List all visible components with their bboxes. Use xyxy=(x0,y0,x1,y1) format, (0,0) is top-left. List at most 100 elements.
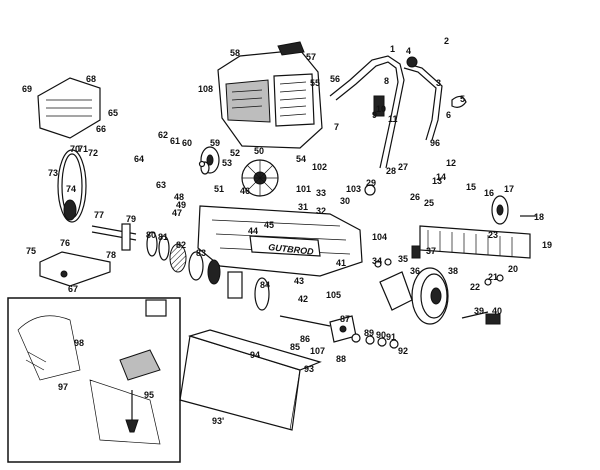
handle-assembly xyxy=(329,55,467,169)
callout-13: 13 xyxy=(432,176,442,186)
callout-48: 48 xyxy=(174,192,184,202)
callout-77: 77 xyxy=(94,210,104,220)
callout-41: 41 xyxy=(336,258,346,268)
callout-83: 83 xyxy=(196,248,206,258)
callout-25: 25 xyxy=(424,198,434,208)
callout-9: 9 xyxy=(372,110,377,120)
callout-21: 21 xyxy=(488,272,498,282)
callout-38: 38 xyxy=(448,266,458,276)
callout-4: 4 xyxy=(406,46,411,56)
callout-78: 78 xyxy=(106,250,116,260)
callout-64: 64 xyxy=(134,154,144,164)
callout-27: 27 xyxy=(398,162,408,172)
callout-61: 61 xyxy=(170,136,180,146)
callout-75: 75 xyxy=(26,246,36,256)
callout-43: 43 xyxy=(294,276,304,286)
callout-108: 108 xyxy=(198,84,213,94)
callout-46: 46 xyxy=(240,186,250,196)
callout-62: 62 xyxy=(158,130,168,140)
callout-22: 22 xyxy=(470,282,480,292)
callout-86: 86 xyxy=(300,334,310,344)
bottom-deflector xyxy=(179,329,322,431)
callout-2: 2 xyxy=(444,36,449,46)
callout-55: 55 xyxy=(310,78,320,88)
callout-44: 44 xyxy=(248,226,258,236)
callout-91: 91 xyxy=(386,332,396,342)
callout-56: 56 xyxy=(330,74,340,84)
callout-93: 93 xyxy=(304,364,314,374)
callout-70: 70 xyxy=(70,144,80,154)
callout-87: 87 xyxy=(340,314,350,324)
callout-32: 32 xyxy=(316,206,326,216)
callout-89: 89 xyxy=(364,328,374,338)
callout-105: 105 xyxy=(326,290,341,300)
callout-65: 65 xyxy=(108,108,118,118)
callout-57: 57 xyxy=(306,52,316,62)
callout-17: 17 xyxy=(504,184,514,194)
callout-80: 80 xyxy=(146,230,156,240)
callout-76: 76 xyxy=(60,238,70,248)
callout-36: 36 xyxy=(410,266,420,276)
callout-85: 85 xyxy=(290,342,300,352)
engine-cover xyxy=(217,41,323,149)
callout-labels: 1 2 3 4 5 6 7 8 9 10 11 12 13 14 15 16 1… xyxy=(22,36,552,426)
callout-30: 30 xyxy=(340,196,350,206)
callout-18: 18 xyxy=(534,212,544,222)
callout-33: 33 xyxy=(316,188,326,198)
callout-31: 31 xyxy=(298,202,308,212)
callout-26: 26 xyxy=(410,192,420,202)
callout-54: 54 xyxy=(296,154,306,164)
callout-7: 7 xyxy=(334,122,339,132)
callout-63: 63 xyxy=(156,180,166,190)
callout-82: 82 xyxy=(176,240,186,250)
callout-79: 79 xyxy=(126,214,136,224)
brand-logo-text: GUTBROD xyxy=(268,242,315,257)
callout-29: 29 xyxy=(366,178,376,188)
callout-66: 66 xyxy=(96,124,106,134)
callout-81: 81 xyxy=(158,232,168,242)
callout-72: 72 xyxy=(88,148,98,158)
callout-3: 3 xyxy=(436,78,441,88)
callout-103: 103 xyxy=(346,184,361,194)
belt-pulley xyxy=(57,149,87,223)
callout-6: 6 xyxy=(446,110,451,120)
callout-15: 15 xyxy=(466,182,476,192)
callout-94: 94 xyxy=(250,350,260,360)
callout-45: 45 xyxy=(264,220,274,230)
callout-68: 68 xyxy=(86,74,96,84)
guide-rail xyxy=(419,225,531,259)
callout-102: 102 xyxy=(312,162,327,172)
callout-12: 12 xyxy=(446,158,456,168)
fasteners xyxy=(198,160,536,349)
callout-74: 74 xyxy=(66,184,76,194)
callout-84: 84 xyxy=(260,280,270,290)
callout-34: 34 xyxy=(372,256,382,266)
callout-60: 60 xyxy=(182,138,192,148)
callout-88: 88 xyxy=(336,354,346,364)
callout-96: 96 xyxy=(430,138,440,148)
callout-35: 35 xyxy=(398,254,408,264)
callout-101: 101 xyxy=(296,184,311,194)
callout-98: 98 xyxy=(74,338,84,348)
callout-93-prime: 93' xyxy=(212,416,224,426)
callout-37: 37 xyxy=(426,246,436,256)
callout-95: 95 xyxy=(144,390,154,400)
callout-53: 53 xyxy=(222,158,232,168)
callout-59: 59 xyxy=(210,138,220,148)
callout-20: 20 xyxy=(508,264,518,274)
callout-73: 73 xyxy=(48,168,58,178)
callout-10: 10 xyxy=(376,104,386,114)
side-bracket xyxy=(39,251,111,287)
callout-39: 39 xyxy=(474,306,484,316)
right-wheel xyxy=(200,161,509,325)
callout-92: 92 xyxy=(398,346,408,356)
callout-14: 14 xyxy=(436,172,446,182)
callout-67: 67 xyxy=(68,284,78,294)
callout-5: 5 xyxy=(460,94,465,104)
callout-23: 23 xyxy=(488,230,498,240)
callout-51: 51 xyxy=(214,184,224,194)
callout-47: 47 xyxy=(172,208,182,218)
inset-detail-box xyxy=(7,297,181,463)
callout-49: 49 xyxy=(176,200,186,210)
